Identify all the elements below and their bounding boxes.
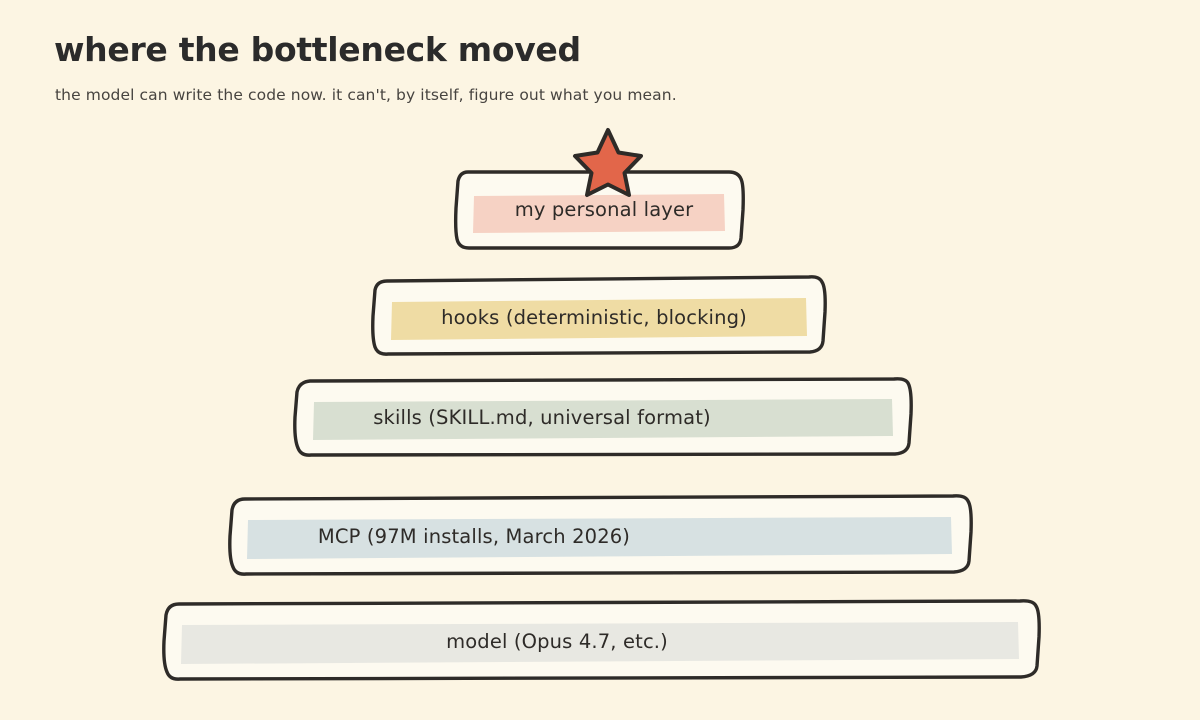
pyramid-layer-mcp[interactable]: MCP (97M installs, March 2026) bbox=[226, 492, 974, 578]
star-icon bbox=[573, 128, 643, 197]
layer-card-shape bbox=[453, 170, 745, 250]
layer-card-shape bbox=[162, 599, 1041, 681]
layer-label: hooks (deterministic, blocking) bbox=[441, 306, 747, 329]
page-title: where the bottleneck moved bbox=[54, 30, 581, 69]
layer-label: skills (SKILL.md, universal format) bbox=[373, 406, 711, 429]
layer-card-shape bbox=[371, 275, 827, 356]
page-subtitle: the model can write the code now. it can… bbox=[55, 86, 677, 104]
pyramid-layer-my-personal-layer[interactable]: my personal layer bbox=[452, 168, 746, 252]
layer-label: MCP (97M installs, March 2026) bbox=[317, 525, 631, 548]
layer-label: my personal layer bbox=[514, 198, 694, 221]
layer-card-shape bbox=[228, 494, 973, 576]
pyramid-layer-hooks[interactable]: hooks (deterministic, blocking) bbox=[370, 274, 828, 358]
layer-label: model (Opus 4.7, etc.) bbox=[446, 630, 668, 653]
layer-card-shape bbox=[293, 377, 913, 457]
star-marker-wrap bbox=[572, 126, 644, 200]
pyramid-layer-model[interactable]: model (Opus 4.7, etc.) bbox=[159, 596, 1043, 682]
pyramid-layer-skills[interactable]: skills (SKILL.md, universal format) bbox=[292, 375, 914, 459]
